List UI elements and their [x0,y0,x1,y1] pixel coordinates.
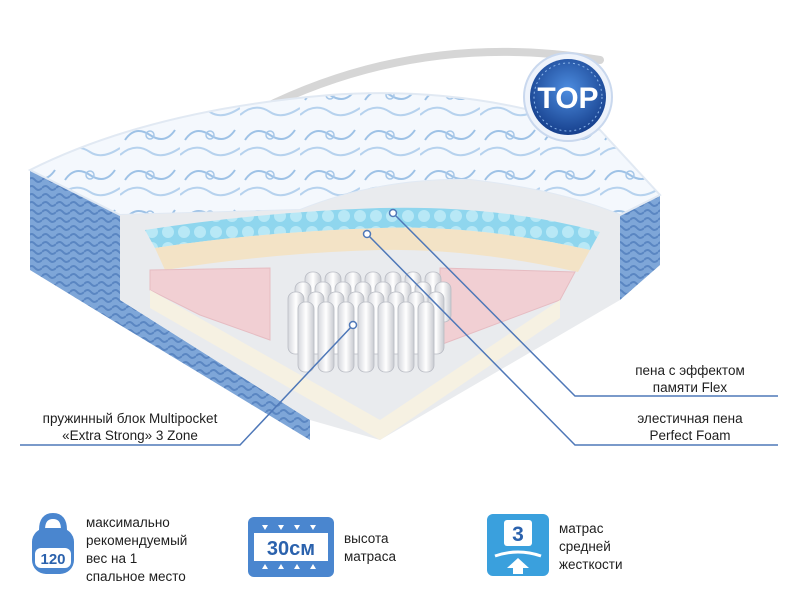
pocket-spring [297,301,315,373]
spring-block [287,271,452,373]
feature-firmness-line: матрас [559,521,604,536]
background-arc [256,47,604,114]
feature-firmness-line: жесткости [559,557,623,572]
elastic-foam-layer [155,227,590,272]
mattress-left-side [30,170,310,440]
firmness-value: 3 [512,523,524,546]
bottom-layer [150,290,560,440]
callout-dot-elastic-foam [362,229,372,239]
kettlebell-value: 120 [40,551,65,568]
top-badge: TOP [523,52,613,142]
callout-spring-block: пружинный блок Multipocket «Extra Strong… [20,410,240,444]
height-value: 30см [267,538,315,560]
memory-foam-layer [145,207,600,250]
callout-spring-block-line2: «Extra Strong» 3 Zone [62,428,198,443]
height-30cm-icon: 30см [248,517,334,577]
feature-weight-line: спальное место [86,569,186,584]
callout-line-memory-foam [392,212,778,397]
callout-elastic-foam: элестичная пена Perfect Foam [600,410,780,444]
pocket-spring [377,301,395,373]
feature-height-line: матраса [344,549,396,564]
callout-spring-block-line1: пружинный блок Multipocket [42,411,218,426]
feature-firmness-line: средней [559,539,611,554]
callout-line-spring-block [20,324,354,446]
pocket-spring [337,301,355,373]
feature-height-line: высота [344,531,389,546]
callout-memory-foam-line1: пена с эффектом [635,363,745,378]
top-badge-label: TOP [537,82,598,115]
feature-weight-line: максимально [86,515,170,530]
feature-weight-text: максимально рекомендуемый вес на 1 спаль… [86,514,187,586]
pocket-spring [317,301,335,373]
feature-firmness-text: матрас средней жесткости [559,520,623,574]
callout-elastic-foam-line2: Perfect Foam [649,428,731,443]
callout-dot-spring-block [348,320,358,330]
feature-weight-line: рекомендуемый [86,533,188,548]
kettlebell-icon: 120 [32,512,74,574]
callout-line-elastic-foam [366,233,778,446]
pink-foam-left [149,267,271,341]
mattress-right-side [620,195,660,300]
callout-elastic-foam-line1: элестичная пена [637,411,743,426]
callout-memory-foam: пена с эффектом памяти Flex [600,362,780,396]
pocket-spring [417,301,435,373]
feature-height-text: высота матраса [344,530,396,566]
feature-weight-line: вес на 1 [86,551,138,566]
firmness-3-icon: 3 [487,514,549,576]
callout-memory-foam-line2: памяти Flex [652,380,728,395]
pocket-spring [397,301,415,373]
callout-dot-memory-foam [388,208,398,218]
pocket-spring [357,301,375,373]
